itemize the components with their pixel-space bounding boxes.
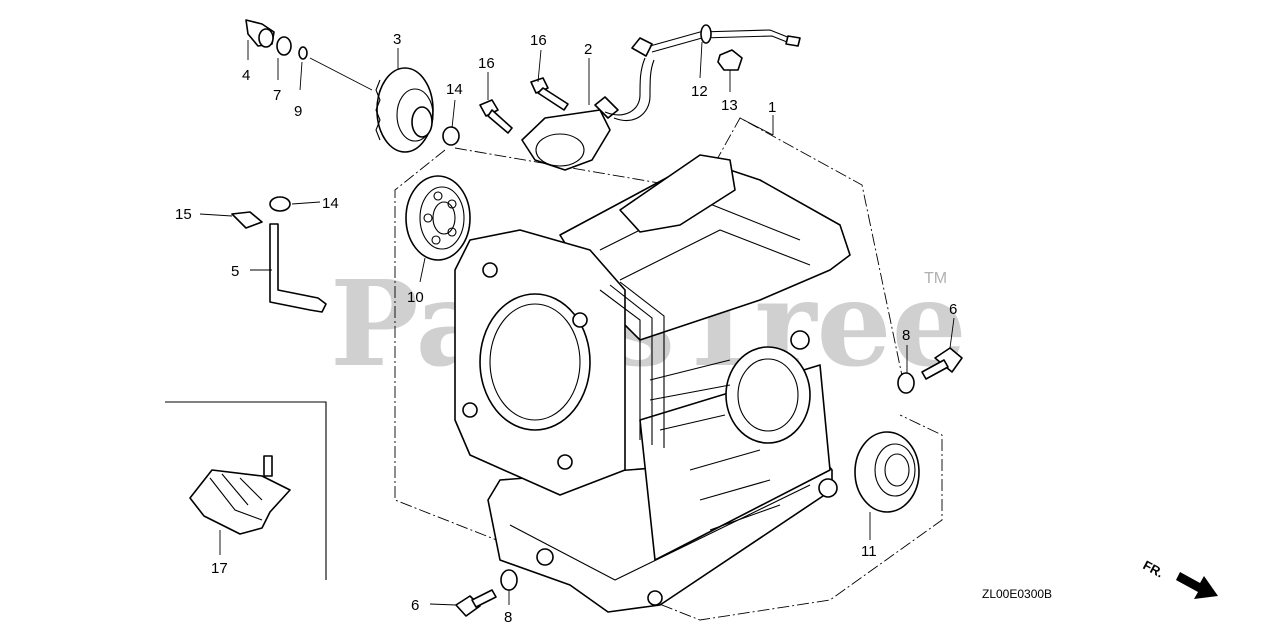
washer-part-14-lower xyxy=(269,196,291,212)
callout-16-left: 16 xyxy=(478,55,495,72)
front-arrow-icon xyxy=(1176,572,1218,599)
crankcase xyxy=(454,154,851,613)
clip-part-15 xyxy=(231,211,263,229)
plug-part-4 xyxy=(245,19,275,48)
front-direction-indicator: FR. xyxy=(1141,557,1218,599)
washer-part-8-right xyxy=(897,372,915,394)
callout-2: 2 xyxy=(584,41,592,58)
callout-10: 10 xyxy=(407,289,424,306)
callout-7: 7 xyxy=(273,87,281,104)
callout-8-right: 8 xyxy=(902,327,910,344)
bolt-part-6-bottom xyxy=(455,589,497,617)
oil-alert-sensor-part-2 xyxy=(521,57,655,171)
washer-part-14-upper xyxy=(442,126,460,146)
nut-part-13 xyxy=(717,49,743,71)
mount-part-17 xyxy=(189,455,291,535)
inset-box-part-17 xyxy=(165,401,327,580)
watermark-trademark: TM xyxy=(924,270,947,287)
callout-13: 13 xyxy=(721,97,738,114)
diagram-code: ZL00E0300B xyxy=(982,587,1052,601)
callout-6-right: 6 xyxy=(949,301,957,318)
clip-part-9 xyxy=(298,46,308,60)
leader-lines xyxy=(199,40,955,606)
governor-arm-part-5 xyxy=(269,223,327,313)
callout-15: 15 xyxy=(175,206,192,223)
governor-gear-part-3 xyxy=(375,67,434,153)
callout-labels: 1 2 3 4 5 6 6 7 8 8 9 10 11 12 13 14 14 … xyxy=(175,31,957,626)
callout-5: 5 xyxy=(231,263,239,280)
callout-3: 3 xyxy=(393,31,401,48)
callout-17: 17 xyxy=(211,560,228,577)
bearing-part-10 xyxy=(405,175,471,261)
callout-8-bottom: 8 xyxy=(504,609,512,626)
lead-wire-part-12 xyxy=(631,24,801,57)
oil-seal-part-11 xyxy=(854,431,920,513)
washer-part-8-bottom xyxy=(500,569,518,591)
washer-part-7 xyxy=(276,36,292,56)
callout-12: 12 xyxy=(691,83,708,100)
callout-1: 1 xyxy=(768,99,776,116)
callout-14-upper: 14 xyxy=(446,81,463,98)
front-direction-label: FR. xyxy=(1141,557,1167,580)
callout-16-right: 16 xyxy=(530,32,547,49)
callout-14-lower: 14 xyxy=(322,195,339,212)
callout-9: 9 xyxy=(294,103,302,120)
bolt-part-16-left xyxy=(479,99,513,134)
bolt-part-6-right xyxy=(921,347,963,380)
bolt-part-16-right xyxy=(530,77,569,111)
callout-11: 11 xyxy=(861,543,877,560)
callout-4: 4 xyxy=(242,67,250,84)
callout-6-bottom: 6 xyxy=(411,597,419,614)
